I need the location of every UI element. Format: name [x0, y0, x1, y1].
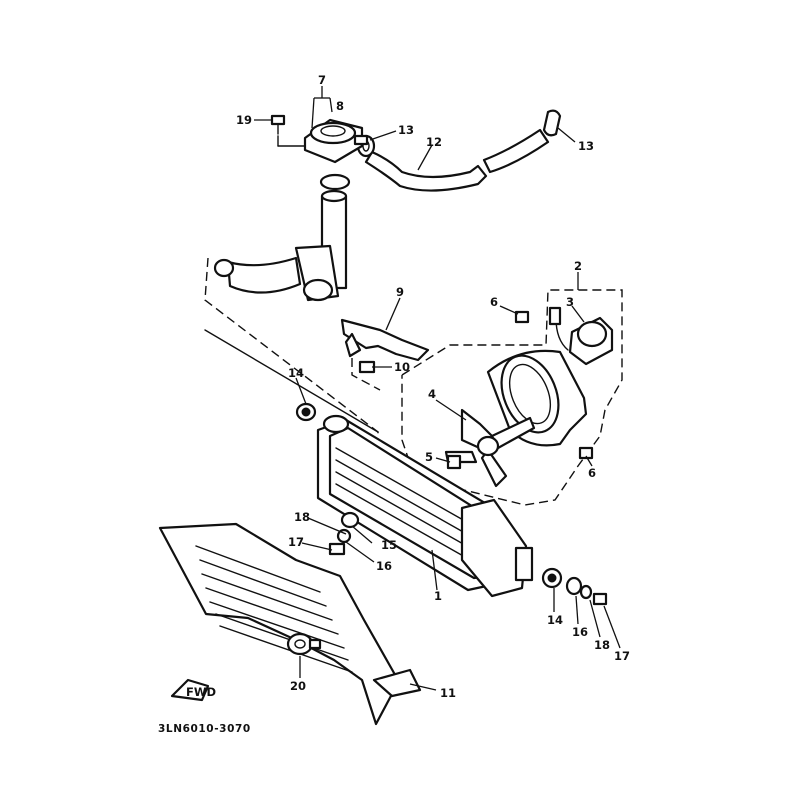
radiator-core-1	[316, 414, 534, 598]
callout-numbers: 7 8 19 13 12 13 2 3 6 9 10 14 4 5 6 1 18…	[236, 73, 630, 700]
callout-18-left: 18	[294, 510, 310, 524]
callout-16-left: 16	[376, 559, 392, 573]
mount-hardware-left	[328, 511, 360, 556]
leader-lines	[254, 86, 621, 691]
callout-11: 11	[440, 686, 456, 700]
callout-13-left: 13	[398, 123, 414, 137]
callout-20: 20	[290, 679, 306, 693]
bolt-10	[358, 360, 376, 374]
fan-motor-3	[548, 306, 614, 366]
hose-12	[364, 128, 550, 192]
fan-shroud	[486, 349, 588, 447]
callout-15: 15	[381, 538, 397, 552]
callout-16-right: 16	[572, 625, 588, 639]
callout-19: 19	[236, 113, 252, 127]
callout-6-bottom: 6	[588, 466, 596, 480]
callout-3: 3	[566, 295, 574, 309]
callout-6-top: 6	[490, 295, 498, 309]
bolt-6-top	[514, 310, 530, 324]
callout-13-right: 13	[578, 139, 594, 153]
mount-hardware-right	[541, 567, 608, 606]
callout-14-right: 14	[547, 613, 563, 627]
callout-18-right: 18	[594, 638, 610, 652]
callout-10: 10	[394, 360, 410, 374]
callout-1: 1	[434, 589, 442, 603]
diagram-code: 3LN6010-3070	[158, 723, 251, 735]
callout-14-upper: 14	[288, 366, 304, 380]
fan-blade-4	[444, 408, 536, 488]
lower-hose	[213, 256, 302, 294]
callout-2: 2	[574, 259, 582, 273]
hose-clip-13-right	[542, 109, 562, 137]
grommet-14-upper	[295, 402, 317, 422]
callout-7: 7	[318, 73, 326, 87]
callout-12: 12	[426, 135, 442, 149]
bolt-19	[270, 114, 286, 135]
callout-17-right: 17	[614, 649, 630, 663]
callout-4: 4	[428, 387, 436, 401]
callout-17-left: 17	[288, 535, 304, 549]
fwd-label: FWD	[186, 685, 216, 699]
callout-9: 9	[396, 285, 404, 299]
radiator-cap-assembly	[277, 118, 369, 164]
bolt-6-bottom	[578, 446, 594, 460]
bracket-9	[340, 318, 430, 362]
bolt-20	[286, 632, 322, 656]
filler-neck-pipe	[294, 173, 351, 302]
callout-8: 8	[336, 99, 344, 113]
callout-5: 5	[425, 450, 433, 464]
fwd-arrow-icon: FWD	[170, 678, 216, 702]
radiator-cover-11	[158, 522, 422, 726]
